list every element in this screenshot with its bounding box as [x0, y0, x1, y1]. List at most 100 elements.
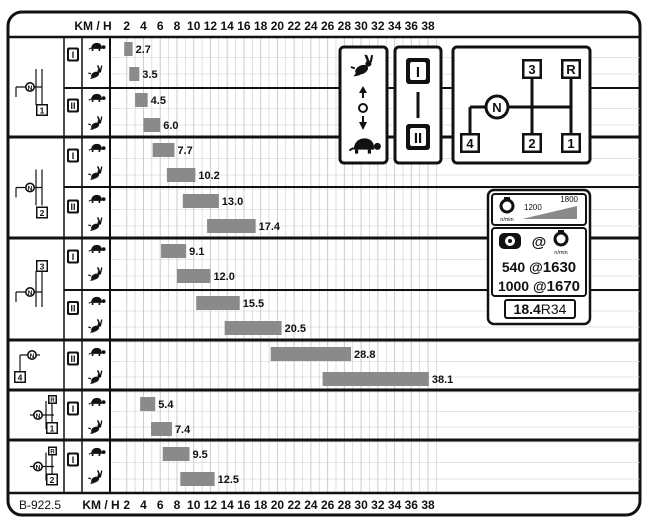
tire-rim: R34: [541, 301, 567, 317]
range-legend-bottom: II: [414, 130, 422, 147]
pto-rpm: 1670: [547, 278, 580, 295]
speed-bar: [196, 296, 240, 310]
speed-bar: [182, 194, 219, 208]
speed-bar-label: 12.5: [218, 474, 239, 486]
range-label: II: [70, 304, 75, 314]
gear-pattern-icon: N2: [15, 169, 48, 219]
rpm-ramp-icon: [522, 206, 577, 219]
x-tick-label-top: 14: [221, 19, 235, 33]
speed-bar-label: 7.7: [177, 145, 192, 157]
x-tick-label-bottom: 6: [157, 498, 164, 512]
at-symbol: @: [532, 234, 547, 251]
range-label: II: [70, 354, 75, 364]
speed-bar: [166, 168, 196, 182]
x-tick-label-top: 24: [304, 19, 318, 33]
neutral-icon: N: [32, 409, 43, 420]
x-tick-label-top: 22: [287, 19, 301, 33]
rabbit-icon: [88, 470, 103, 484]
range-badge: I: [67, 401, 79, 416]
neutral-label: N: [36, 413, 41, 420]
speed-bar-label: 20.5: [285, 323, 306, 335]
x-tick-label-top: 38: [421, 19, 435, 33]
gear-badge: 4: [14, 371, 26, 383]
gear-badge: 2: [36, 206, 48, 219]
speed-bar: [162, 447, 190, 461]
neutral-dot-icon: [358, 103, 368, 113]
x-tick-label-top: 26: [321, 19, 335, 33]
pto-at: @: [525, 259, 543, 275]
x-tick-label-bottom: 36: [405, 498, 419, 512]
range-label: I: [72, 151, 75, 161]
rpm-unit: n/min: [500, 217, 513, 223]
speed-bar: [270, 347, 352, 361]
arrow-up-icon: [359, 86, 367, 93]
x-tick-label-top: 12: [204, 19, 218, 33]
pto-speed-row: 1000 @1670: [498, 278, 580, 295]
range-badge: I: [67, 47, 79, 62]
x-axis-label-top: KM / H: [74, 19, 111, 33]
shift-gear-badge: 1: [561, 133, 581, 153]
pto-icon: [499, 233, 521, 249]
x-tick-label-top: 32: [371, 19, 385, 33]
turtle-icon: [88, 42, 106, 51]
speed-bar: [224, 321, 282, 335]
turtle-icon: [88, 194, 106, 203]
reverse-badge: R: [48, 395, 57, 404]
speed-bar: [180, 472, 215, 486]
rabbit-icon: [88, 267, 103, 281]
gear-pattern-icon: N3: [15, 260, 48, 307]
x-tick-label-bottom: 30: [354, 498, 368, 512]
shift-neutral-label: N: [492, 100, 501, 115]
gear-number: 3: [40, 262, 45, 272]
range-label: I: [72, 455, 75, 465]
speed-bar: [151, 422, 172, 436]
gear-badge: 3: [36, 260, 48, 272]
neutral-icon: N: [24, 182, 35, 193]
range-label: I: [72, 50, 75, 60]
rabbit-icon: [88, 370, 103, 384]
engine-icon: [499, 197, 515, 214]
rabbit-icon: [350, 54, 374, 77]
range-badge: I: [67, 249, 79, 264]
pto-speed-row: 540 @1630: [502, 259, 576, 276]
pto-rpm: 1630: [543, 259, 576, 276]
shift-gear-badge: R: [561, 59, 581, 79]
speed-bar-label: 12.0: [213, 271, 234, 283]
speed-bar-label: 4.5: [151, 95, 166, 107]
x-tick-label-bottom: 22: [287, 498, 301, 512]
speed-bar-label: 13.0: [222, 196, 243, 208]
speed-bar: [135, 93, 148, 107]
shift-gear-label: 4: [466, 136, 474, 151]
turtle-icon: [88, 93, 106, 102]
speed-bar: [143, 118, 161, 132]
x-tick-label-bottom: 2: [123, 498, 130, 512]
pto-value: 540: [502, 259, 526, 275]
x-tick-label-bottom: 24: [304, 498, 318, 512]
gear-pattern-icon: N4: [14, 349, 40, 383]
x-tick-label-bottom: 18: [254, 498, 268, 512]
gear-number: 4: [18, 373, 23, 383]
rabbit-icon: [88, 65, 103, 79]
gear-badge: 1: [46, 422, 58, 434]
pto-value: 1000: [498, 278, 529, 294]
shift-gear-badge: 3: [522, 59, 542, 79]
shift-gear-badge: 4: [460, 133, 480, 153]
rabbit-icon: [88, 217, 103, 231]
gear-number: 1: [50, 424, 55, 434]
neutral-label: N: [28, 85, 33, 92]
range-legend-top: I: [416, 64, 420, 81]
speed-bar-label: 2.7: [136, 44, 151, 56]
turtle-icon: [88, 347, 106, 356]
turtle-icon: [88, 244, 106, 253]
shift-gear-badge: 2: [522, 133, 542, 153]
rpm-min: 1200: [524, 203, 542, 212]
speed-bar-label: 9.1: [189, 246, 204, 258]
rpm-max: 1800: [560, 195, 578, 204]
turtle-icon: [88, 143, 106, 152]
speed-bar-label: 6.0: [163, 120, 178, 132]
neutral-icon: N: [24, 286, 35, 297]
range-badge: II: [67, 301, 79, 315]
